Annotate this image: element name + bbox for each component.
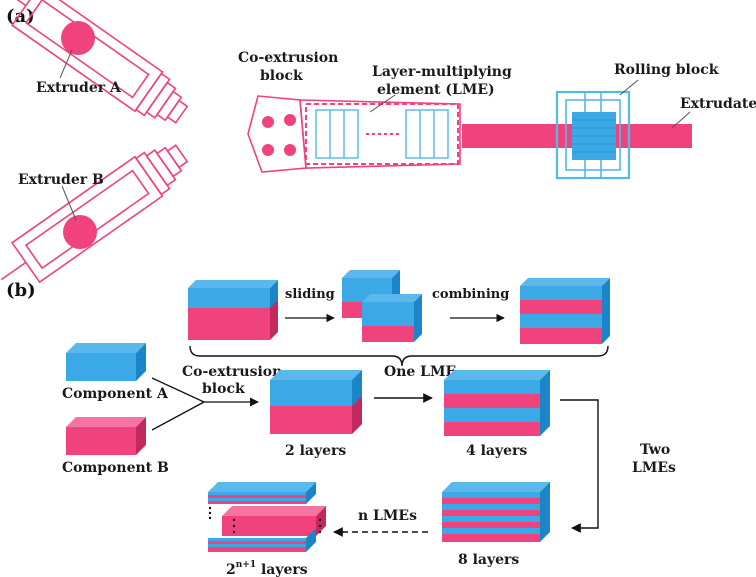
four-layer-block [444,370,550,436]
two-lmes-line2: LMEs [632,460,676,476]
panel-b-label: (b) [6,280,36,301]
coextrusion-b-line2: block [202,381,245,397]
extruder-a-hopper [61,21,95,55]
top-row-brace [189,345,609,367]
extruder-a [0,0,189,124]
sliding-label: sliding [285,287,335,302]
combined-four-layer-block [520,278,610,344]
die-taper [299,99,461,169]
sliding-blocks [342,270,422,342]
coextrusion-label-line2: block [260,68,303,84]
final-layers-label: 2n+1 layers [226,560,308,577]
eight-layer-block [442,482,550,542]
two-lmes-arrow [560,399,599,533]
lme-label-line1: Layer-multiplying [372,64,512,80]
extrudate-label: Extrudate [680,96,756,112]
final-layers-exponent: n+1 [236,560,256,570]
merge-lines [151,377,259,431]
component-a-label: Component A [62,386,169,402]
two-lmes-line1: Two [640,442,670,458]
component-b-label: Component B [62,460,169,476]
eight-layers-label: 8 layers [458,552,519,568]
one-lme-label: One LME [384,364,456,380]
final-layered-block [208,482,326,552]
coextrusion-block [247,95,307,173]
final-layers-base: 2 [226,562,236,577]
extruder-b-hopper [63,215,97,249]
lme-unit [305,103,459,165]
component-b-block [66,417,146,455]
leader-lines-a [59,49,691,221]
coextrusion-b-line1: Co-extrusion [182,364,282,380]
lme-label-line2: element (LME) [377,82,495,98]
extruder-a-label: Extruder A [36,80,122,96]
n-lmes-label: n LMEs [358,508,417,524]
combining-label: combining [432,287,509,302]
four-layers-label: 4 layers [466,443,527,459]
two-layers-label: 2 layers [285,443,346,459]
two-layer-block [270,370,362,434]
extruder-b-label: Extruder B [18,172,104,188]
component-a-block [66,343,146,381]
top-two-layer-block [188,280,278,340]
rolling-block-label: Rolling block [614,62,719,78]
final-layers-suffix: layers [256,562,308,577]
extruder-b [0,144,189,284]
rolling-block [555,90,631,180]
coextrusion-label-line1: Co-extrusion [238,50,338,66]
